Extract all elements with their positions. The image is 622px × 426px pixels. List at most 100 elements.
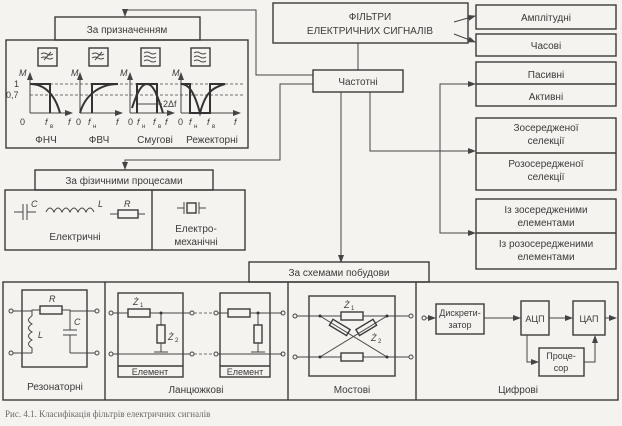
- z2-sub: 2: [175, 338, 179, 344]
- crystal-resonator-icon: [177, 202, 206, 214]
- amplitude-box: Амплітудні: [475, 4, 617, 30]
- lpf-axis-x: f: [68, 117, 72, 127]
- bp-fn-sub: н: [142, 124, 145, 130]
- frequency-box: Частотні: [312, 69, 404, 93]
- bs-fv: f: [207, 117, 211, 127]
- hpf-origin: 0: [76, 117, 81, 127]
- res-c-label: C: [74, 317, 81, 327]
- dac-block: ЦАП: [572, 300, 606, 336]
- amplitude-label: Амплітудні: [521, 13, 571, 24]
- distributed-l1: Із розосередженими: [499, 239, 593, 250]
- c-label: C: [31, 199, 38, 209]
- element-label-2: Елемент: [227, 367, 264, 377]
- bandpass-graph: 2Δf M 0 f н f в f Смугові: [120, 68, 177, 146]
- root-title-line1: ФІЛЬТРИ: [349, 12, 391, 23]
- processor-l1: Проце-: [546, 351, 576, 361]
- arrow-to-time: [453, 33, 476, 43]
- digital-circuit: Дискрети- затор АЦП ЦАП Проце- сор Цифро…: [421, 300, 617, 396]
- hpf-symbol-icon: [88, 47, 109, 67]
- physical-section: За фізичними процесами: [4, 169, 246, 251]
- lpf-fv: f: [45, 117, 49, 127]
- ladder-circuit: Елемент Ż 1 Ż 2 Елемент Л: [108, 292, 286, 396]
- bridge-z1: Ż: [343, 300, 350, 310]
- hpf-label: ФВЧ: [89, 135, 110, 146]
- capacitor-icon: C: [14, 199, 38, 220]
- resistor-icon: R: [110, 199, 145, 219]
- bp-fv-sub: в: [158, 124, 161, 130]
- elements-box: Із зосередженими елементами Із розосеред…: [475, 198, 617, 270]
- resonator-label: Резонаторні: [27, 382, 83, 393]
- bridge-z1-sub: 1: [351, 306, 355, 312]
- z1-label: Ż: [132, 297, 139, 307]
- hpf-graph: M 0 f н f ФВЧ: [71, 68, 123, 146]
- bandstop-label: Режекторні: [186, 135, 238, 146]
- purpose-section: За призначенням: [5, 16, 249, 149]
- link-to-purpose: [122, 9, 313, 76]
- bp-origin: 0: [128, 117, 133, 127]
- link-to-selection: [369, 92, 476, 154]
- ladder-label: Ланцюжкові: [168, 385, 223, 396]
- schemes-section: За схемами побудови: [2, 261, 619, 401]
- electromech-l2: механічні: [174, 237, 217, 248]
- hpf-axis-y: M: [71, 68, 79, 78]
- distributed-sel-l1: Розосередженої: [508, 159, 583, 170]
- bp-fn: f: [137, 117, 141, 127]
- distributed-sel-l2: селекції: [528, 172, 565, 183]
- distributed-l2: елементами: [517, 252, 574, 263]
- bs-origin: 0: [178, 117, 183, 127]
- bridge-z2-sub: 2: [378, 339, 382, 345]
- res-r-label: R: [49, 294, 56, 304]
- lumped-l2: елементами: [517, 218, 574, 229]
- z1-sub: 1: [140, 303, 144, 309]
- digital-label: Цифрові: [498, 384, 538, 396]
- electric-label: Електричні: [49, 232, 100, 243]
- active-label: Активні: [529, 92, 563, 103]
- bandwidth-label: 2Δf: [163, 99, 177, 109]
- arrow-to-amplitude: [453, 15, 476, 23]
- bandstop-symbol-icon: [190, 47, 211, 67]
- bs-fn: f: [189, 117, 193, 127]
- bp-axis-x: f: [165, 117, 169, 127]
- selection-box: Зосередженої селекції Розосередженої сел…: [475, 117, 617, 191]
- schemes-title: За схемами побудови: [289, 267, 390, 279]
- bridge-label: Мостові: [334, 385, 371, 396]
- time-label: Часові: [531, 41, 561, 52]
- level-07-label: 0,7: [6, 90, 19, 100]
- res-l-label: L: [38, 330, 43, 340]
- r-label: R: [124, 199, 131, 209]
- bs-fn-sub: н: [194, 124, 197, 130]
- lpf-fv-sub: в: [50, 124, 53, 130]
- link-to-elements: [439, 150, 476, 236]
- hpf-axis-x: f: [116, 117, 120, 127]
- discretizer-l1: Дискрети-: [439, 308, 480, 318]
- lpf-axis-y: M: [19, 68, 27, 78]
- root-title-line2: ЕЛЕКТРИЧНИХ СИГНАЛІВ: [307, 26, 433, 37]
- purpose-title: За призначенням: [87, 25, 168, 36]
- lpf-graph: M 0 f в f ФНЧ: [19, 68, 73, 146]
- figure-caption: Рис. 4.1. Класифікація фільтрів електрич…: [5, 409, 210, 419]
- discretizer-l2: затор: [449, 320, 472, 330]
- lpf-origin: 0: [20, 117, 25, 127]
- element-label-1: Елемент: [132, 367, 169, 377]
- link-to-passive: [439, 81, 476, 233]
- bp-fv: f: [153, 117, 157, 127]
- concentrated-sel-l1: Зосередженої: [513, 123, 578, 134]
- bs-axis-x: f: [234, 117, 238, 127]
- bp-axis-y: M: [120, 68, 128, 78]
- bs-fv-sub: в: [212, 124, 215, 130]
- bandstop-graph: M 0 f н f в f Режекторні: [172, 68, 241, 146]
- bridge-z2: Ż: [370, 333, 377, 343]
- adc-label: АЦП: [525, 314, 544, 324]
- frequency-label: Частотні: [338, 77, 377, 88]
- lumped-l1: Із зосередженими: [504, 205, 587, 216]
- hpf-fn-sub: н: [93, 124, 96, 130]
- passive-label: Пасивні: [528, 70, 564, 81]
- bridge-circuit: Ż 1 Ż 2 Мостові: [292, 295, 414, 396]
- electromech-l1: Електро-: [175, 224, 217, 235]
- time-box: Часові: [475, 33, 617, 57]
- link-to-physical: [122, 83, 313, 170]
- passive-active-box: Пасивні Активні: [475, 61, 617, 107]
- level-1-label: 1: [14, 79, 19, 89]
- lpf-symbol-icon: [37, 47, 58, 67]
